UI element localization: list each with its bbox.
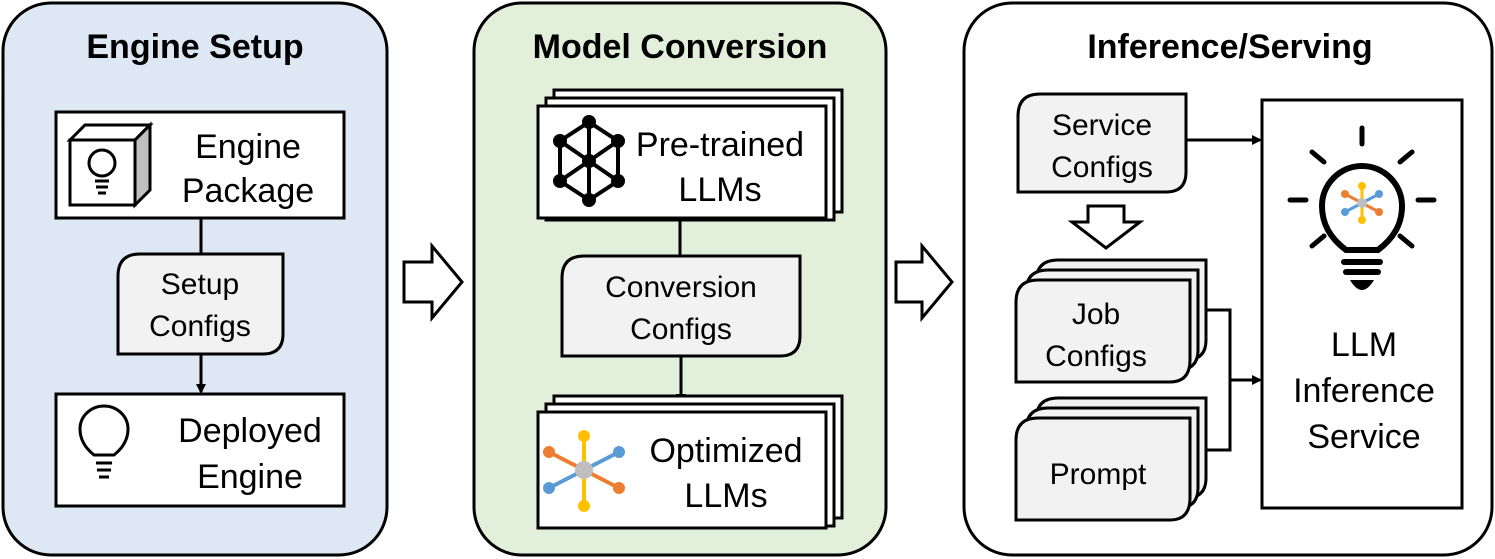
optimized-network-icon bbox=[543, 430, 625, 512]
setup-configs-label-line1: Setup bbox=[161, 268, 239, 301]
inference-serving-title: Inference/Serving bbox=[1087, 28, 1372, 66]
deployed-engine-label-line1: Deployed bbox=[178, 412, 322, 450]
setup-configs-label-line2: Configs bbox=[149, 310, 251, 343]
engine-package-box: Engine Package bbox=[54, 110, 346, 220]
lightbulb-icon bbox=[78, 404, 130, 479]
job-configs-note: Job Configs bbox=[1014, 258, 1208, 384]
conversion-configs-label-line2: Configs bbox=[630, 313, 732, 346]
job-configs-label-line2: Configs bbox=[1045, 340, 1147, 373]
deployed-engine-label-line2: Engine bbox=[197, 458, 303, 496]
job-configs-label-line1: Job bbox=[1072, 298, 1120, 331]
inference-serving-panel: Inference/Serving Service Configs Job Co… bbox=[962, 1, 1494, 557]
pretrained-llms-label-line2: LLMs bbox=[678, 171, 761, 209]
llm-inference-service-box: LLM Inference Service bbox=[1260, 98, 1464, 510]
engine-package-label-line2: Package bbox=[182, 172, 314, 210]
engine-package-label-line1: Engine bbox=[195, 128, 301, 166]
pretrained-llms-label-line1: Pre-trained bbox=[636, 126, 804, 164]
prompt-note: Prompt bbox=[1014, 396, 1208, 522]
service-configs-label-line1: Service bbox=[1052, 109, 1152, 142]
pretrained-llms-box: Pre-trained LLMs bbox=[536, 88, 844, 222]
model-conversion-title: Model Conversion bbox=[533, 28, 828, 66]
network-hexagon-icon bbox=[553, 115, 625, 207]
prompt-label: Prompt bbox=[1050, 458, 1147, 491]
deployed-engine-box: Deployed Engine bbox=[54, 392, 346, 508]
glowing-lightbulb-icon bbox=[1287, 125, 1437, 290]
merge-connector bbox=[1206, 308, 1262, 452]
service-configs-label-line2: Configs bbox=[1051, 151, 1153, 184]
engine-setup-title: Engine Setup bbox=[86, 28, 303, 66]
llm-service-label-line1: LLM bbox=[1331, 326, 1397, 364]
stage-arrow-2 bbox=[894, 241, 954, 323]
optimized-llms-label-line2: LLMs bbox=[684, 477, 767, 515]
package-lightbulb-icon bbox=[66, 121, 154, 209]
optimized-llms-label-line1: Optimized bbox=[649, 432, 802, 470]
optimized-llms-box: Optimized LLMs bbox=[536, 394, 844, 530]
down-arrow bbox=[1067, 204, 1145, 250]
stage-arrow-1 bbox=[402, 241, 464, 323]
conversion-configs-label-line1: Conversion bbox=[605, 271, 757, 304]
llm-service-label-line2: Inference bbox=[1293, 372, 1435, 410]
setup-configs-note: Setup Configs bbox=[116, 252, 285, 356]
llm-service-label-line3: Service bbox=[1307, 418, 1420, 456]
service-configs-note: Service Configs bbox=[1016, 92, 1188, 194]
model-conversion-panel: Model Conversion Pre-trained LLMs bbox=[472, 1, 888, 557]
engine-setup-panel: Engine Setup Engine Package Setup Config… bbox=[1, 1, 389, 557]
conversion-configs-note: Conversion Configs bbox=[560, 254, 802, 358]
